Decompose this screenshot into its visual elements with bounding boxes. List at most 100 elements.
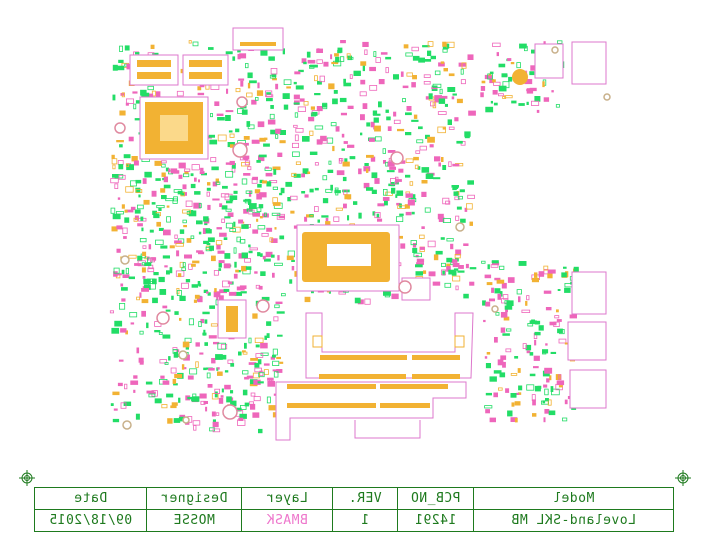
smd-component	[119, 110, 126, 116]
smd-component	[272, 272, 275, 278]
smd-component	[191, 284, 199, 288]
smd-component	[504, 300, 510, 305]
smd-component	[242, 351, 248, 355]
smd-component	[500, 312, 508, 318]
smd-component	[464, 207, 468, 212]
smd-component	[413, 114, 418, 119]
smd-component	[112, 64, 118, 71]
smd-component	[116, 211, 124, 215]
smd-component	[184, 254, 192, 259]
smd-component	[360, 61, 367, 66]
smd-component	[304, 194, 309, 198]
smd-component	[410, 194, 416, 200]
mounting-hole	[455, 222, 465, 232]
smd-component	[441, 157, 444, 162]
smd-component	[457, 195, 463, 200]
smd-component	[240, 80, 244, 87]
smd-component	[259, 137, 266, 142]
smd-component	[299, 98, 305, 102]
smd-component	[205, 406, 208, 412]
smd-component	[142, 178, 147, 184]
smd-component	[123, 401, 132, 406]
smd-component	[268, 405, 276, 411]
smd-component	[360, 79, 366, 85]
smd-component	[544, 409, 550, 414]
smd-component	[161, 163, 166, 168]
smd-component	[543, 265, 549, 271]
smd-component	[248, 337, 252, 344]
smd-component	[153, 272, 159, 276]
smd-component	[238, 219, 244, 224]
smd-component	[423, 81, 431, 85]
smd-component	[342, 161, 350, 167]
smd-component	[198, 231, 202, 235]
smd-component	[257, 252, 261, 257]
smd-component	[493, 102, 498, 106]
smd-component	[154, 330, 161, 333]
smd-component	[532, 413, 537, 417]
smd-component	[343, 141, 348, 144]
smd-component	[382, 197, 390, 201]
smd-component	[387, 126, 392, 131]
smd-component	[167, 418, 173, 424]
smd-component	[333, 90, 338, 94]
fiducial-crosshair-left	[19, 470, 35, 486]
smd-component	[248, 199, 252, 205]
smd-component	[208, 47, 214, 50]
smd-component	[415, 271, 423, 276]
smd-component	[303, 101, 309, 106]
smd-component	[158, 207, 162, 211]
smd-component	[557, 328, 563, 334]
smd-component	[524, 79, 533, 85]
smd-component	[555, 104, 560, 108]
header-layer: Layer	[241, 487, 333, 510]
smd-component	[533, 355, 540, 361]
smd-component	[427, 240, 436, 248]
smd-component	[521, 309, 531, 314]
smd-component	[245, 266, 252, 270]
smd-component	[529, 373, 536, 377]
smd-component	[233, 407, 242, 412]
smd-component	[269, 237, 274, 243]
smd-component	[206, 191, 210, 197]
smd-component	[185, 200, 193, 207]
smd-component	[485, 409, 490, 414]
smd-component	[219, 289, 227, 294]
smd-component	[542, 81, 545, 88]
smd-component	[257, 225, 266, 230]
smd-component	[453, 268, 459, 271]
smd-component	[248, 244, 251, 248]
smd-component	[364, 49, 368, 56]
smd-component	[421, 226, 425, 229]
smd-component	[272, 369, 277, 372]
smd-component	[558, 385, 563, 388]
smd-component	[424, 59, 432, 62]
smd-component	[251, 99, 257, 105]
smd-component	[495, 312, 500, 316]
smd-component	[455, 215, 460, 221]
smd-component	[219, 232, 227, 237]
smd-component	[505, 348, 512, 353]
smd-component	[544, 367, 553, 374]
smd-component	[151, 190, 157, 197]
smd-component	[354, 297, 361, 304]
smd-component	[491, 287, 495, 293]
smd-component	[130, 380, 139, 385]
smd-component	[238, 417, 244, 421]
smd-component	[432, 281, 441, 286]
smd-component	[160, 375, 165, 379]
smd-component	[119, 45, 123, 52]
smd-component	[446, 257, 453, 263]
smd-component	[270, 105, 274, 109]
smd-component	[165, 167, 169, 172]
smd-component	[162, 305, 168, 309]
smd-component	[219, 354, 227, 360]
smd-component	[405, 132, 412, 136]
smd-component	[164, 362, 169, 365]
smd-component	[481, 260, 486, 264]
smd-component	[228, 130, 233, 133]
smd-component	[121, 298, 126, 302]
smd-component	[391, 187, 396, 194]
smd-component	[531, 277, 539, 283]
smd-component	[218, 268, 222, 271]
